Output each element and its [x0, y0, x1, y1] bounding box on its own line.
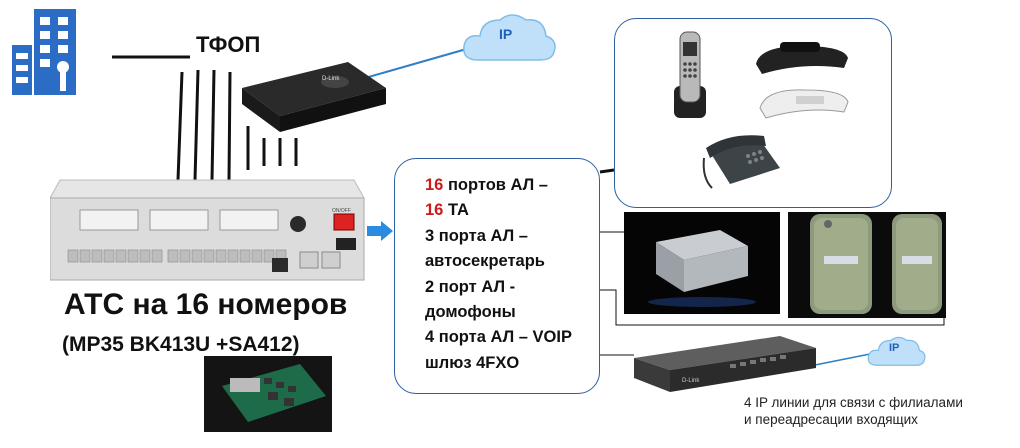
- ip-note-line: и переадресации входящих: [744, 412, 918, 427]
- cloud-icon: [867, 336, 926, 366]
- auto-attendant-device-image: [624, 212, 780, 314]
- ip-lines-note: 4 IP линии для связи с филиалами и переа…: [744, 394, 1004, 428]
- cloud-ip-label-bottom: IP: [889, 342, 900, 354]
- cloud-icon: [463, 14, 556, 61]
- voip-gateway-top: D-Link: [242, 62, 386, 132]
- spec-line: 16 ТА: [425, 201, 469, 220]
- spec-line: автосекретарь: [425, 252, 545, 271]
- spec-line: 2 порт АЛ -: [425, 277, 516, 296]
- spec-line: 4 порта АЛ – VOIP: [425, 328, 572, 347]
- pbx-switch-label: ON/OFF: [332, 208, 351, 214]
- gateway-top-brand: D-Link: [322, 76, 340, 82]
- expansion-board-image: [204, 356, 332, 432]
- desk-phone-icon: [756, 42, 848, 74]
- building-icon: [12, 9, 76, 95]
- voip-gateway-bottom: D-Link: [634, 336, 816, 392]
- desk-phone-icon: [759, 89, 849, 119]
- pbx-model: (MP35 BK413U +SA412): [62, 333, 300, 356]
- intercom-panel-icon: [788, 212, 946, 318]
- ip-note-line: 4 IP линии для связи с филиалами: [744, 395, 963, 410]
- desk-phone-icon: [702, 135, 780, 189]
- cloud-ip-label-top: IP: [499, 26, 513, 42]
- spec-line: домофоны: [425, 303, 516, 322]
- ports-spec-box: 16 портов АЛ – 16 ТА 3 порта АЛ – автосе…: [394, 158, 600, 394]
- gateway-bottom-brand: D-Link: [682, 378, 700, 384]
- pbx-title: АТС на 16 номеров: [64, 288, 348, 321]
- pbx-unit: ON/OFF: [50, 179, 365, 281]
- spec-line: 16 портов АЛ –: [425, 176, 548, 194]
- arrow-right-icon: [367, 221, 393, 241]
- spec-line: шлюз 4FXO: [425, 353, 520, 372]
- pstn-label: ТФОП: [196, 32, 261, 57]
- cordless-phone-icon: [674, 31, 706, 118]
- spec-line: 3 порта АЛ –: [425, 226, 528, 245]
